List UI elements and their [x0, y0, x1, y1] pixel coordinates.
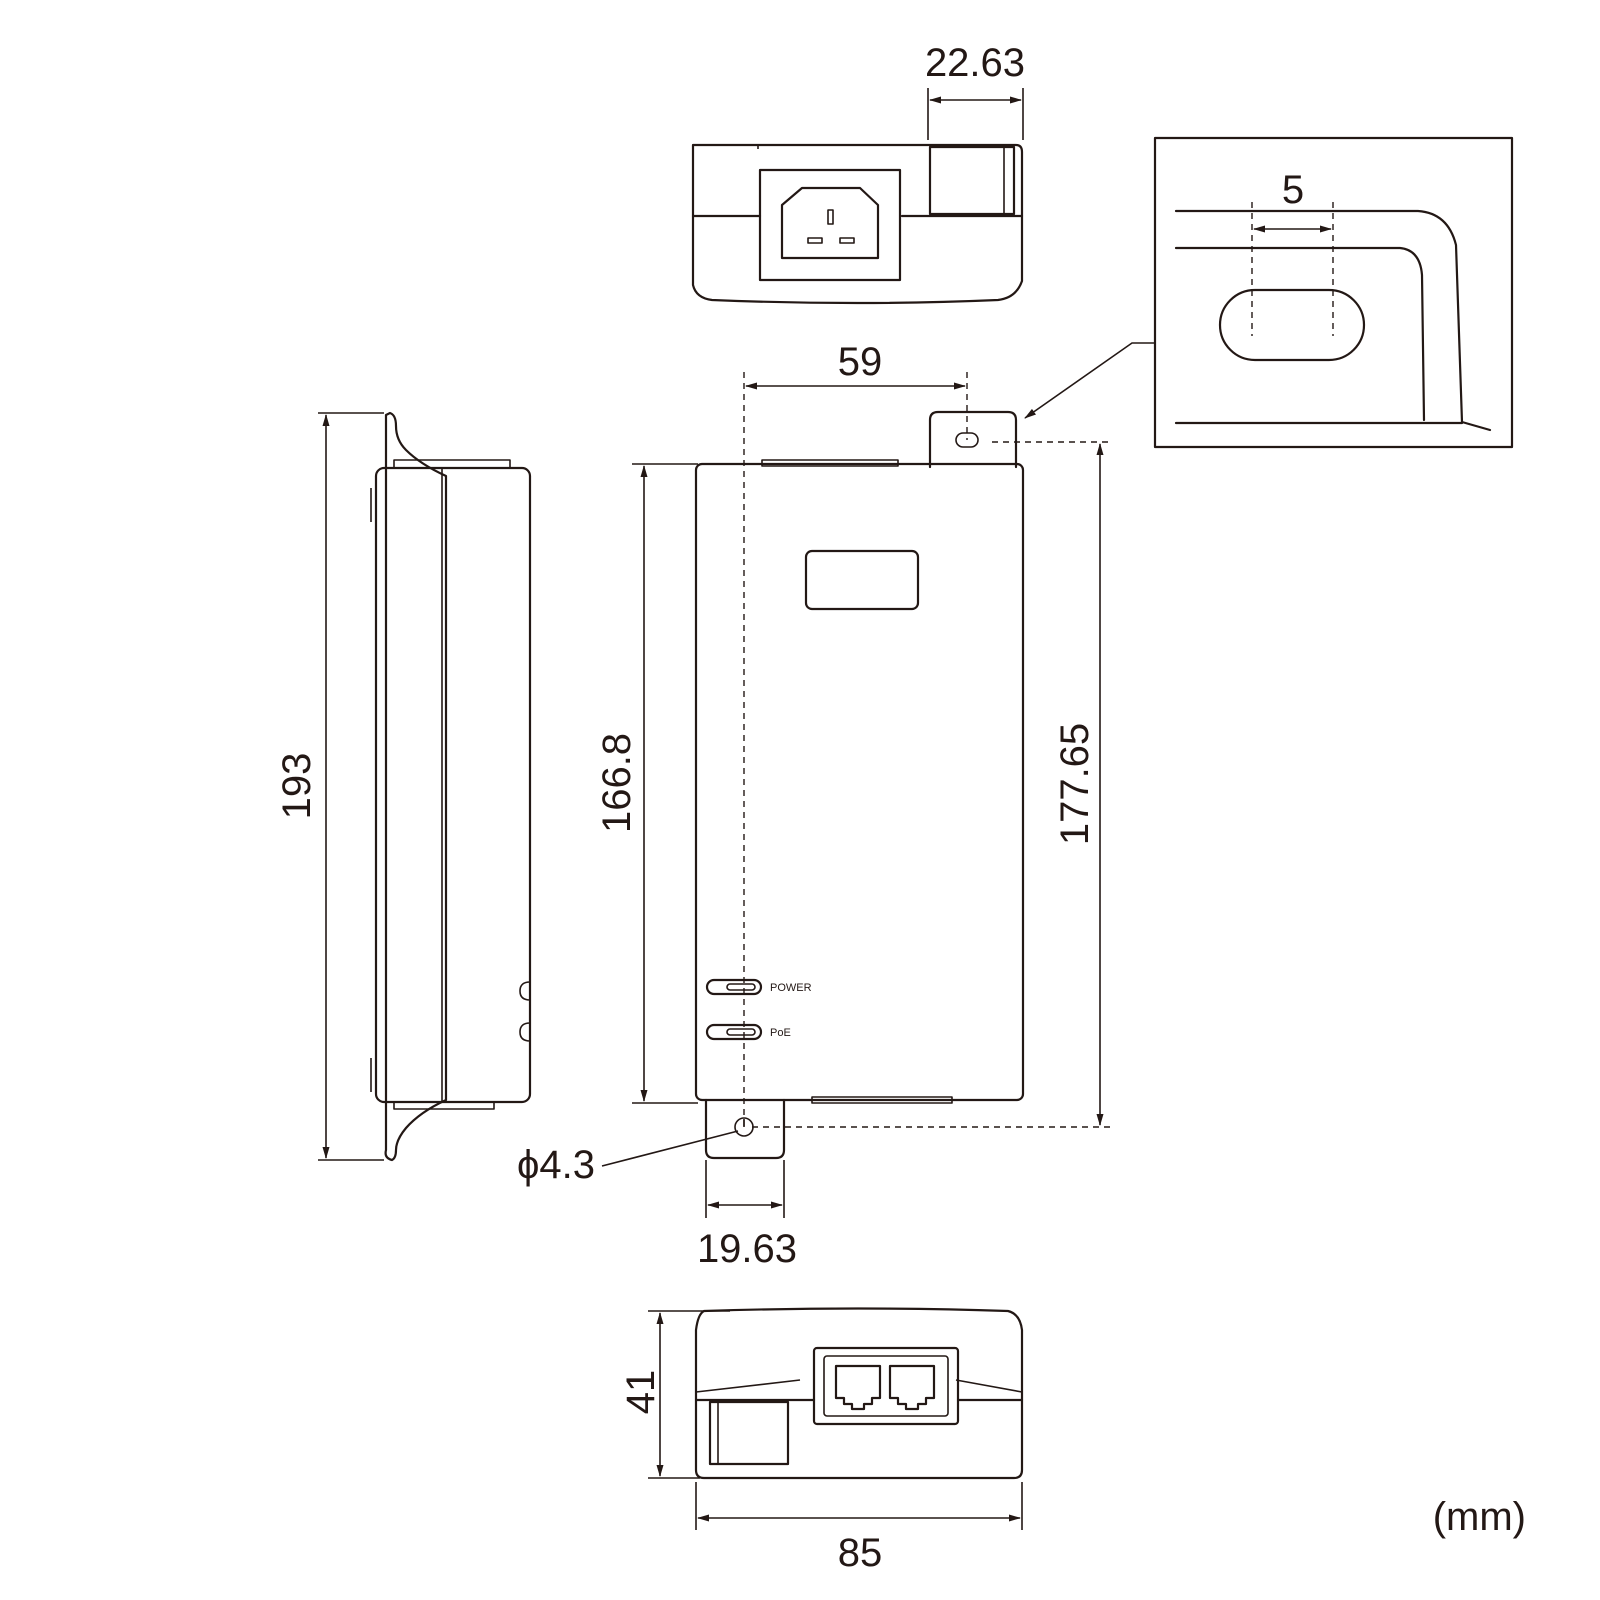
- top-mount-tab: [928, 145, 1016, 216]
- bottom-view-body: [694, 1307, 1024, 1480]
- ac-inlet-frame: [758, 168, 902, 282]
- dim-label-22-63: 22.63: [925, 41, 1025, 85]
- front-body: [694, 462, 1025, 1102]
- ac-inlet-socket: [780, 186, 880, 260]
- front-view: POWER PoE 59 166.8 177.65 ϕ4.3 19.63: [517, 340, 1110, 1271]
- dim-label-59: 59: [838, 340, 883, 384]
- top-tab: [928, 410, 1018, 469]
- rj45-port-1: [834, 1364, 882, 1411]
- poe-led-label: PoE: [770, 1027, 791, 1039]
- poe-led: [705, 1023, 763, 1041]
- bottom-view: 41 85: [619, 1307, 1024, 1575]
- bottom-tab: [704, 1098, 786, 1160]
- detail-frame: [1153, 136, 1514, 449]
- side-view: 193: [275, 411, 532, 1162]
- power-led-label: POWER: [770, 982, 812, 994]
- units-label: (mm): [1433, 1495, 1526, 1539]
- label-window: [804, 549, 920, 611]
- detail-view: 5: [1024, 136, 1514, 449]
- side-body: [374, 466, 532, 1104]
- dim-label-41: 41: [619, 1370, 663, 1415]
- rj45-port-2: [888, 1364, 936, 1411]
- rj45-frame: [812, 1346, 960, 1426]
- bottom-mount-tab: [708, 1400, 790, 1466]
- detail-slot: [1218, 288, 1366, 362]
- top-view-body: [691, 143, 1024, 305]
- dim-label-166-8: 166.8: [595, 733, 639, 833]
- power-led: [705, 978, 763, 996]
- dim-label-19-63: 19.63: [697, 1227, 797, 1271]
- dim-label-5: 5: [1282, 168, 1304, 212]
- dim-label-85: 85: [838, 1531, 883, 1575]
- side-flange: [384, 411, 448, 1162]
- dim-label-hole-diameter: ϕ4.3: [517, 1143, 595, 1187]
- dim-label-177-65: 177.65: [1053, 723, 1097, 845]
- top-view: 22.63: [691, 41, 1025, 305]
- dim-label-193: 193: [275, 753, 319, 820]
